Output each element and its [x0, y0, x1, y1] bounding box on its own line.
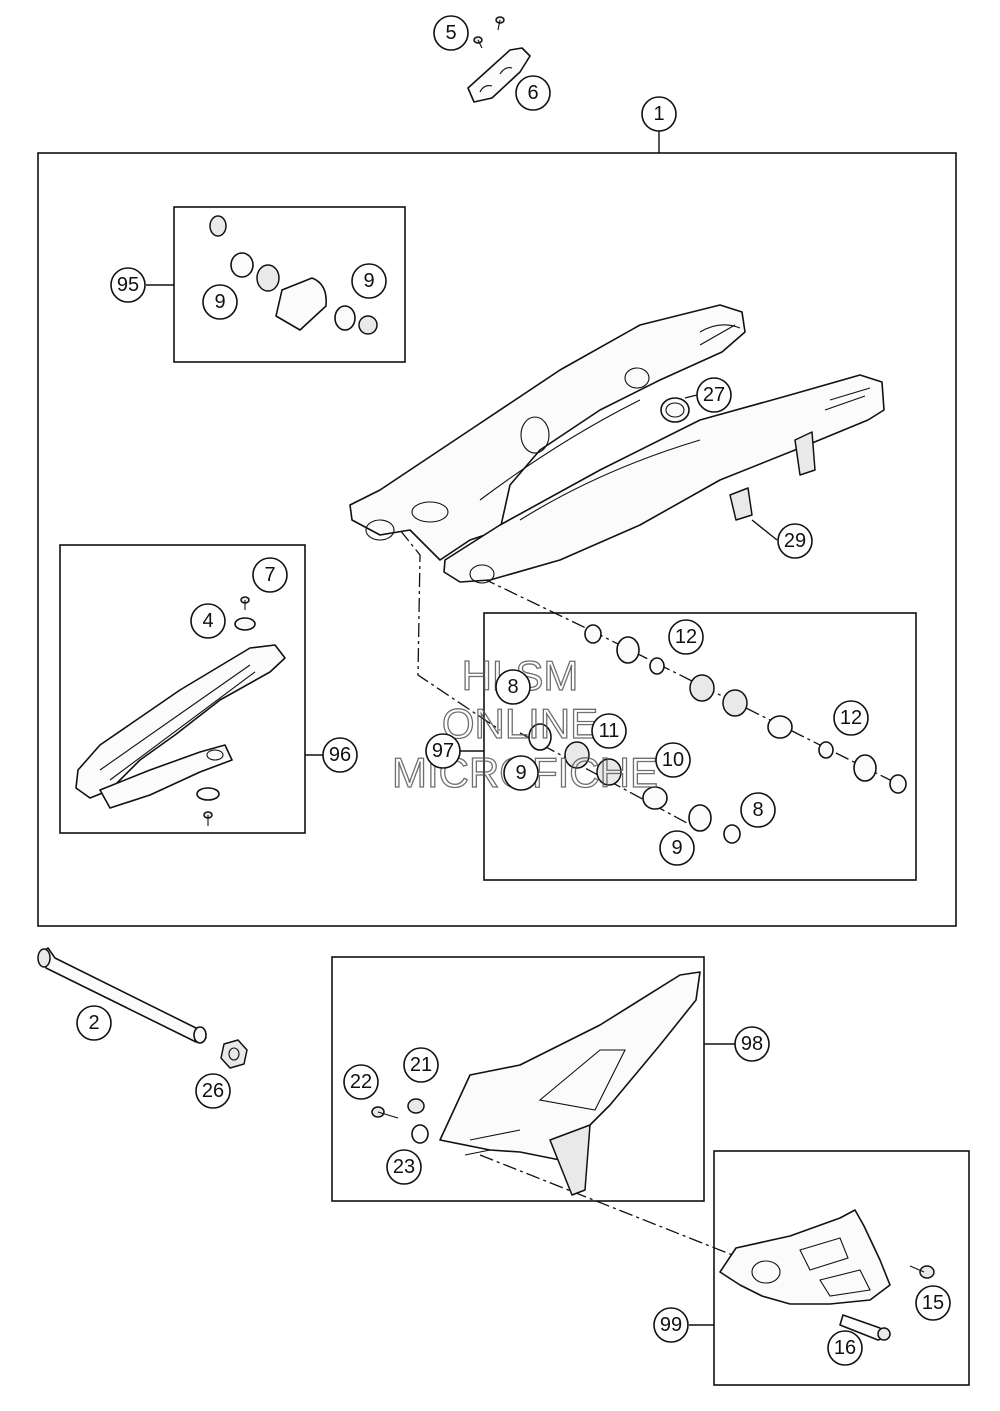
- callout-7-label: 7: [264, 564, 275, 586]
- callout-4-label: 4: [202, 610, 213, 632]
- chain-guard-fasteners: [371, 1098, 429, 1144]
- callout-98: 98: [734, 1026, 770, 1062]
- callout-12-lower-label: 12: [840, 707, 862, 729]
- axle-nut-part: [220, 1039, 248, 1069]
- callout-27-label: 27: [703, 384, 725, 406]
- leader-lines: [146, 131, 778, 1326]
- chain-guard-part: [439, 971, 701, 1196]
- callout-9-lower: 9: [659, 830, 695, 866]
- callout-4: 4: [190, 603, 226, 639]
- callout-27: 27: [696, 377, 732, 413]
- callout-23: 23: [386, 1149, 422, 1185]
- alignment-lines: [399, 529, 901, 1259]
- callout-21: 21: [403, 1047, 439, 1083]
- callout-12-upper: 12: [668, 619, 704, 655]
- spacer-ring-bore: [665, 402, 685, 418]
- callout-8-upper-label: 8: [507, 676, 518, 698]
- callout-10-label: 10: [662, 749, 684, 771]
- callout-10: 10: [655, 742, 691, 778]
- callout-5-label: 5: [445, 22, 456, 44]
- callout-2-label: 2: [88, 1012, 99, 1034]
- callout-22: 22: [343, 1064, 379, 1100]
- needle-bearing-kit-box: [483, 612, 917, 881]
- callout-9-upper-left-label: 9: [214, 291, 225, 313]
- callout-9-upper-left: 9: [202, 284, 238, 320]
- swingarm-assembly-box: [37, 152, 957, 927]
- callout-12-lower: 12: [833, 700, 869, 736]
- callout-95: 95: [110, 267, 146, 303]
- callout-96: 96: [322, 737, 358, 773]
- spacer-ring-part: [660, 397, 690, 423]
- callout-1: 1: [641, 96, 677, 132]
- clamp-part: [467, 16, 531, 103]
- callout-11: 11: [591, 713, 627, 749]
- callout-21-label: 21: [410, 1054, 432, 1076]
- callout-98-label: 98: [741, 1033, 763, 1055]
- callout-22-label: 22: [350, 1071, 372, 1093]
- chain-slider-parts: [75, 596, 286, 826]
- callout-23-label: 23: [393, 1156, 415, 1178]
- callout-9-middle-label: 9: [515, 762, 526, 784]
- callout-26-label: 26: [202, 1080, 224, 1102]
- callout-97: 97: [425, 733, 461, 769]
- callout-29: 29: [777, 523, 813, 559]
- callout-8-lower: 8: [740, 792, 776, 828]
- chain-slider-box: [59, 544, 306, 834]
- callout-12-upper-label: 12: [675, 626, 697, 648]
- callout-2: 2: [76, 1005, 112, 1041]
- callout-96-label: 96: [329, 744, 351, 766]
- callout-16-label: 16: [834, 1337, 856, 1359]
- callout-9-lower-label: 9: [671, 837, 682, 859]
- chain-guide-box: [713, 1150, 970, 1386]
- callout-9-upper-right-label: 9: [363, 270, 374, 292]
- callout-1-label: 1: [653, 103, 664, 125]
- callout-15: 15: [915, 1285, 951, 1321]
- callout-7: 7: [252, 557, 288, 593]
- callout-99-label: 99: [660, 1314, 682, 1336]
- callout-9-upper-right: 9: [351, 263, 387, 299]
- callout-99: 99: [653, 1307, 689, 1343]
- watermark-line-2: ONLINE: [442, 700, 598, 747]
- callout-29-label: 29: [784, 530, 806, 552]
- callouts: 1 5 6 95 9 9 27 29 7 4 96 12 8 11 97 9 1…: [76, 15, 951, 1366]
- callout-11-label: 11: [599, 720, 620, 742]
- swingarm-part: [349, 304, 885, 584]
- chain-guide-part: [719, 1209, 935, 1341]
- bearing-kit-parts: [209, 215, 378, 335]
- callout-16: 16: [827, 1330, 863, 1366]
- needle-bearing-parts: [528, 624, 907, 844]
- axle-part: [37, 947, 207, 1044]
- callout-8-lower-label: 8: [752, 799, 763, 821]
- callout-97-label: 97: [432, 740, 454, 762]
- callout-9-middle: 9: [503, 755, 539, 791]
- callout-26: 26: [195, 1073, 231, 1109]
- callout-6: 6: [515, 75, 551, 111]
- callout-6-label: 6: [527, 82, 538, 104]
- callout-95-label: 95: [117, 274, 139, 296]
- callout-8-upper: 8: [495, 669, 531, 705]
- callout-15-label: 15: [922, 1292, 944, 1314]
- chain-guard-box: [331, 956, 705, 1202]
- callout-5: 5: [433, 15, 469, 51]
